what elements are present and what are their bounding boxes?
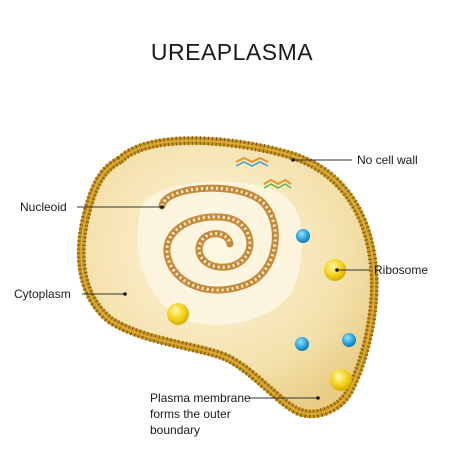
label-plasma-membrane-line1: Plasma membrane bbox=[150, 391, 251, 405]
label-plasma-membrane-line3: boundary bbox=[150, 423, 200, 437]
plasmid-fragments bbox=[235, 156, 292, 189]
membrane-inner-line bbox=[80, 139, 376, 415]
label-cytoplasm: Cytoplasm bbox=[14, 287, 71, 301]
ribosome-blue bbox=[296, 229, 310, 243]
leader-lines bbox=[77, 159, 370, 399]
label-plasma-membrane-line2: forms the outer bbox=[150, 407, 231, 421]
ribosome-blue bbox=[295, 337, 309, 351]
ribosome-yellow bbox=[324, 259, 346, 281]
leader-dots bbox=[123, 158, 339, 400]
label-ribosome: Ribosome bbox=[374, 263, 428, 277]
ribosome-yellow bbox=[330, 369, 352, 391]
label-no-cell-wall: No cell wall bbox=[357, 153, 418, 167]
diagram-title: UREAPLASMA bbox=[151, 39, 313, 65]
label-nucleoid: Nucleoid bbox=[20, 200, 67, 214]
dna-spiral bbox=[158, 184, 279, 294]
ribosomes bbox=[167, 229, 356, 391]
ribosome-blue bbox=[342, 333, 356, 347]
nucleoid-region bbox=[137, 181, 303, 326]
ribosome-yellow bbox=[167, 303, 189, 325]
